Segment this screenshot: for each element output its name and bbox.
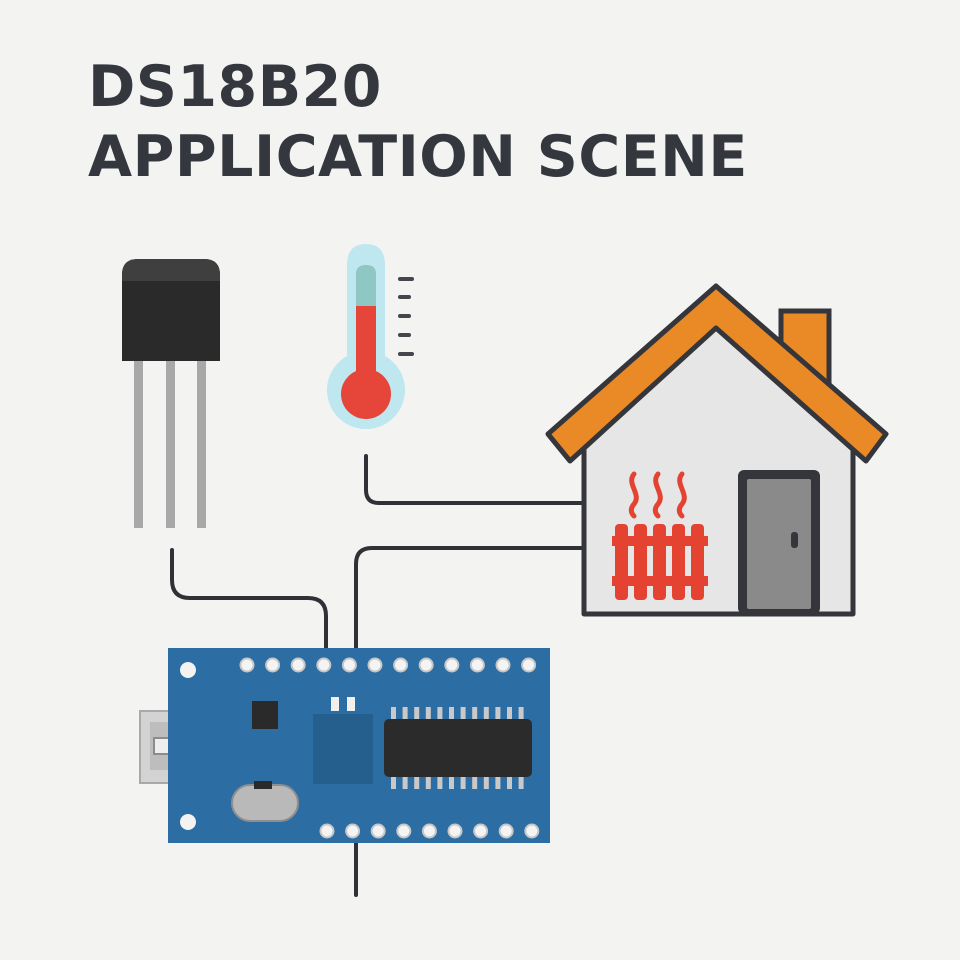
sensor-body [122,259,220,361]
ic-leg [437,775,443,789]
header-pin [316,657,332,673]
header-pin [239,657,255,673]
ic-leg [425,775,431,789]
ic-leg [449,707,454,721]
header-pin [447,823,463,839]
header-pin [319,823,335,839]
header-pin [444,657,460,673]
wire-sensor-to-board [170,548,328,662]
sensor-pin-2 [166,354,175,528]
thermometer-bulb [341,369,391,419]
wire-thermometer-to-house [364,454,584,505]
thermometer-scale [398,277,414,356]
main-ic-chip [384,719,532,777]
sensor-pin-1 [134,354,143,528]
header-pin [473,823,489,839]
sensor-top-bevel [122,259,220,281]
ic-leg [472,775,478,789]
smd-component [254,781,272,789]
title-line-2: APPLICATION SCENE [88,124,748,190]
ic-leg [495,707,501,721]
ic-leg [495,775,501,789]
title-line-1: DS18B20 [88,54,382,120]
door-handle [791,532,798,548]
radiator-heat-icon [612,471,708,600]
ic-leg [483,707,489,721]
regulator-area [313,714,373,784]
smd-pad-2 [347,697,355,711]
header-pin [498,823,514,839]
header-pin [524,823,540,839]
header-pin [521,657,537,673]
ic-leg [449,775,454,789]
header-pins-top [239,657,537,673]
wire-house-to-board [354,546,584,662]
ic-leg [460,775,466,789]
header-pin [421,823,437,839]
radiator-body [612,524,708,600]
header-pin [393,657,409,673]
connection-wires [170,454,584,897]
ic-leg [437,707,443,721]
ic-leg [402,775,408,789]
house-icon [545,283,889,617]
house-door [738,470,820,614]
ic-leg [472,707,478,721]
header-pin [469,657,485,673]
header-pin [341,657,357,673]
ic-leg [402,707,408,721]
ic-leg [483,775,489,789]
ic-leg [391,775,396,789]
heat-waves [628,471,687,519]
header-pins-bottom [319,823,540,839]
thermometer-mercury [356,306,376,376]
ic-leg [518,775,524,789]
ic-leg [507,775,512,789]
header-pin [495,657,511,673]
header-pin [265,657,281,673]
thermometer-icon [326,244,414,430]
ic-leg [391,707,396,721]
ic-leg [425,707,431,721]
header-pin [367,657,383,673]
microcontroller-board-icon [139,648,550,843]
small-chip [252,701,278,729]
header-pin [370,823,386,839]
crystal-oscillator [231,784,299,822]
ic-leg [414,707,420,721]
header-pin [290,657,306,673]
header-pin [396,823,412,839]
header-pin [345,823,361,839]
sensor-pin-3 [197,354,206,528]
header-pin [418,657,434,673]
to92-sensor-icon [122,259,220,528]
ic-leg [518,707,524,721]
main-ic-legs [391,707,524,789]
smd-pad-1 [331,697,339,711]
thermometer-inner-glass [356,265,376,308]
page-title: DS18B20 APPLICATION SCENE [88,52,748,192]
mounting-holes [180,662,196,830]
ic-leg [507,707,512,721]
house-roof [545,283,889,464]
ic-leg [460,707,466,721]
ic-leg [414,775,420,789]
